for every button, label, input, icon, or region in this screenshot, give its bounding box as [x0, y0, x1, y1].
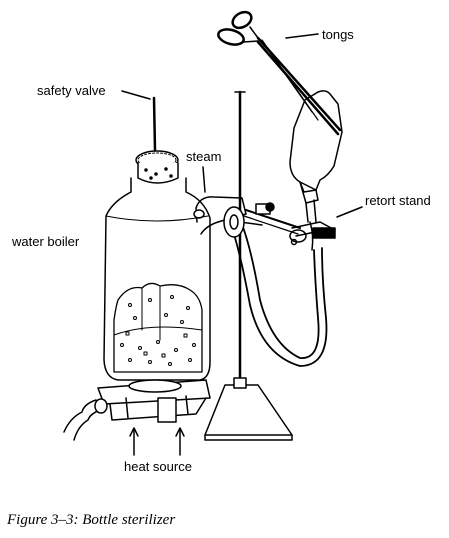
burner-drawing — [63, 379, 211, 441]
steam-label: steam — [186, 149, 222, 164]
safety-valve-label: safety valve — [37, 83, 106, 98]
tongs-drawing — [217, 10, 342, 136]
tongs-label: tongs — [322, 27, 354, 42]
steam-leader-line — [202, 166, 206, 193]
inverted-bottle-drawing — [289, 90, 343, 223]
heat-arrow-right-head — [175, 427, 185, 437]
safety-valve-leader-line — [121, 90, 151, 100]
safety-valve-drawing — [135, 96, 179, 184]
retort-stand-drawing — [204, 90, 336, 441]
rubber-tube-drawing — [229, 214, 328, 367]
retort-stand-leader-line — [336, 206, 363, 218]
steam-outlet-drawing — [193, 196, 247, 238]
water-boiler-drawing — [103, 177, 211, 381]
figure-caption: Figure 3–3: Bottle sterilizer — [7, 512, 176, 528]
water-boiler-label: water boiler — [12, 234, 80, 249]
tongs-leader-line — [285, 33, 319, 39]
heat-arrow-left-head — [129, 427, 139, 437]
retort-stand-label: retort stand — [365, 193, 431, 208]
heat-source-label: heat source — [124, 459, 192, 474]
